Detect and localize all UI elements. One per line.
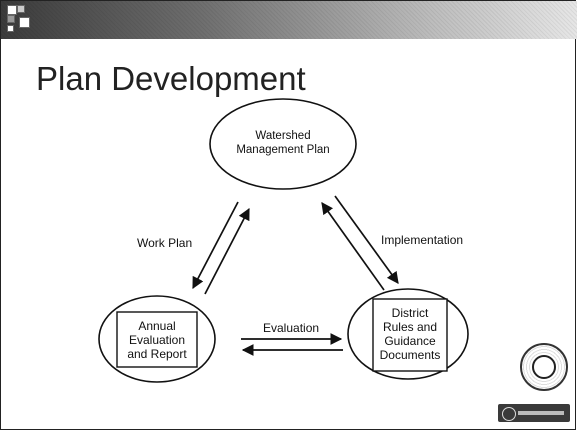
watershed-plan-node <box>209 98 357 190</box>
annual-report-label: Annual Evaluation and Report <box>127 319 187 361</box>
district-seal-icon <box>520 343 568 391</box>
district-rules-box <box>372 298 448 372</box>
work-plan-arrow-down <box>192 201 239 290</box>
district-rules-label: District Rules and Guidance Documents <box>379 306 441 362</box>
implementation-label: Implementation <box>381 233 464 247</box>
work-plan-label: Work Plan <box>137 236 193 250</box>
header-band <box>1 1 577 39</box>
header-squares-decoration <box>7 5 37 35</box>
annual-report-box <box>116 311 198 368</box>
implementation-arrow-down <box>334 195 399 284</box>
work-plan-arrow-up <box>204 207 250 295</box>
page-title: Plan Development <box>36 60 306 97</box>
watershed-plan-label: Watershed Management Plan <box>236 130 330 156</box>
evaluation-label: Evaluation <box>263 321 320 335</box>
footer-logo-icon <box>498 404 570 422</box>
seal-center-icon <box>532 355 556 379</box>
implementation-arrow-up <box>321 202 385 291</box>
